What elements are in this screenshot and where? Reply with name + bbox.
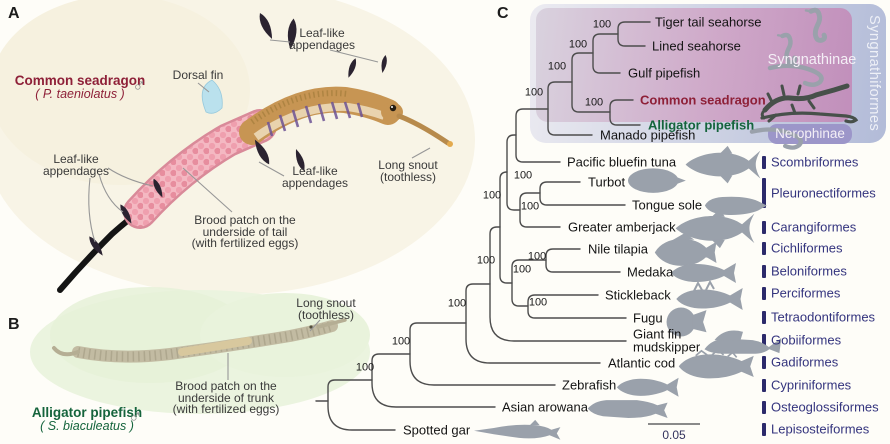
- panel-b-letter: B: [8, 316, 20, 333]
- tree-leaf-asian-arowana: Asian arowana: [502, 399, 588, 415]
- annotation-brood-patch-b: Brood patch on the underside of trunk (w…: [172, 379, 280, 416]
- nerophinae-label: Nerophinae: [775, 126, 845, 141]
- order-label-perciformes: Perciformes: [771, 285, 841, 301]
- tree-leaf-tongue-sole: Tongue sole: [632, 197, 703, 213]
- asian-arowana-icon: [587, 400, 668, 418]
- order-label-pleuronectiformes: Pleuronectiformes: [771, 185, 876, 201]
- medaka-icon: [671, 263, 736, 283]
- annotation-leaf-appendages-mid: Leaf-like appendages: [281, 164, 349, 190]
- tree-leaf-turbot: Turbot: [588, 174, 626, 190]
- bootstrap-value: 100: [476, 254, 496, 267]
- tree-leaf-stickleback: Stickleback: [605, 287, 671, 303]
- order-label-osteoglossiformes: Osteoglossiformes: [771, 399, 879, 415]
- tongue-sole-icon: [704, 196, 767, 215]
- tree-leaf-tiger-tail-seahorse: Tiger tail seahorse: [655, 14, 762, 30]
- tree-leaf-nile-tilapia: Nile tilapia: [588, 241, 648, 257]
- nile-tilapia-icon: [654, 233, 717, 266]
- alligator-pipefish-photo: [52, 318, 347, 363]
- order-label-cichliformes: Cichliformes: [771, 240, 843, 256]
- bootstrap-value: 100: [524, 86, 544, 99]
- panel-a-species-latin: ( P. taeniolatus ): [35, 86, 125, 101]
- bootstrap-value: 100: [482, 189, 502, 202]
- panel-a-species-title: Common seadragon ( P. taeniolatus ): [5, 74, 155, 101]
- spotted-gar-icon: [474, 419, 561, 440]
- order-label-gadiformes: Gadiformes: [771, 354, 839, 370]
- bootstrap-value: 100: [568, 38, 588, 51]
- bootstrap-value: 100: [592, 18, 612, 31]
- syngnathiformes-band-label: Syngnathiformes: [866, 14, 882, 132]
- giant-fin-mudskipper-icon: [704, 330, 782, 354]
- dorsal-fin: [201, 79, 223, 114]
- panel-a-background: [0, 0, 475, 295]
- tree-leaf-giant-fin-mudskipper: Giant fin mudskipper: [633, 326, 701, 354]
- order-label-tetraodontiformes: Tetraodontiformes: [771, 309, 876, 325]
- bootstrap-value: 100: [513, 169, 533, 182]
- order-bar: [762, 310, 766, 324]
- tree-leaf-medaka: Medaka: [627, 264, 674, 280]
- panel-c-letter: C: [497, 5, 509, 22]
- order-bar: [762, 220, 766, 234]
- order-bar: [762, 355, 766, 369]
- order-bar: [762, 264, 766, 278]
- tree-leaf-manado-pipefish: Manado pipefish: [600, 127, 696, 143]
- tree-leaf-atlantic-cod: Atlantic cod: [608, 355, 676, 371]
- panel-b-pointer-lines: [227, 319, 321, 380]
- turbot-icon: [628, 168, 686, 193]
- atlantic-cod-icon: [678, 349, 754, 379]
- bootstrap-value: 100: [547, 60, 567, 73]
- annotation-dorsal-fin: Dorsal fin: [172, 68, 224, 82]
- zebrafish-icon: [616, 377, 679, 397]
- order-bar: [762, 422, 766, 436]
- panel-b-species-title: Alligator pipefish ( S. biaculeatus ): [12, 406, 162, 433]
- order-label-cypriniformes: Cypriniformes: [771, 377, 852, 393]
- order-label-scombriformes: Scombriformes: [771, 154, 859, 170]
- stickleback-icon: [676, 281, 743, 310]
- annotation-long-snout-b: Long snout (toothless): [296, 296, 356, 322]
- order-label-beloniformes: Beloniformes: [771, 263, 847, 279]
- tree-leaf-gulf-pipefish: Gulf pipefish: [628, 65, 701, 81]
- annotation-long-snout-a: Long snout (toothless): [378, 158, 438, 184]
- bootstrap-value: 100: [528, 296, 548, 309]
- order-label-lepisosteiformes: Lepisosteiformes: [771, 421, 870, 437]
- brood-patch: [178, 337, 252, 356]
- bootstrap-value: 100: [447, 297, 467, 310]
- order-label-gobiiformes: Gobiiformes: [771, 332, 842, 348]
- bootstrap-value: 100: [391, 335, 411, 348]
- annotation-brood-patch-a: Brood patch on the underside of tail (wi…: [191, 213, 299, 250]
- bootstrap-value: 100: [584, 96, 604, 109]
- panel-b-species-name: Alligator pipefish: [31, 405, 143, 420]
- order-bar: [762, 155, 766, 169]
- tree-leaf-alligator-pipefish: Alligator pipefish: [648, 117, 755, 133]
- panel-b-male-symbol-icon: ♂: [128, 407, 143, 428]
- bootstrap-value: 100: [520, 200, 540, 213]
- order-bar: [762, 286, 766, 300]
- panel-a-male-symbol-icon: ♂: [132, 76, 147, 97]
- tree-leaf-spotted-gar: Spotted gar: [403, 422, 471, 438]
- tree-leaf-lined-seahorse: Lined seahorse: [652, 38, 741, 54]
- order-label-carangiformes: Carangiformes: [771, 219, 857, 235]
- bootstrap-value: 100: [355, 361, 375, 374]
- order-bar: [762, 400, 766, 414]
- order-bar: [762, 241, 766, 255]
- tree-leaf-zebrafish: Zebrafish: [562, 377, 617, 393]
- order-bar: [762, 178, 766, 208]
- syngnathinae-label: Syngnathinae: [767, 52, 857, 68]
- tree-leaf-common-seadragon: Common seadragon: [640, 92, 766, 108]
- scale-bar-label: 0.05: [662, 428, 686, 442]
- order-bar: [762, 378, 766, 392]
- panel-a-letter: A: [8, 5, 20, 22]
- panel-a-pointer-lines: [88, 39, 431, 243]
- bootstrap-value: 100: [527, 250, 547, 263]
- tree-leaf-greater-amberjack: Greater amberjack: [568, 219, 676, 235]
- bootstrap-value: 100: [512, 263, 532, 276]
- annotation-leaf-appendages-left: Leaf-like appendages: [42, 152, 110, 178]
- tree-leaf-fugu: Fugu: [633, 310, 663, 326]
- greater-amberjack-icon: [675, 208, 755, 249]
- panel-a-species-name: Common seadragon: [14, 73, 146, 88]
- panel-b-species-latin: ( S. biaculeatus ): [40, 418, 134, 433]
- annotation-leaf-appendages-top: Leaf-like appendages: [288, 26, 356, 52]
- order-bar: [762, 333, 766, 347]
- pacific-bluefin-tuna-icon: [685, 145, 761, 184]
- tree-leaf-pacific-bluefin-tuna: Pacific bluefin tuna: [567, 154, 677, 170]
